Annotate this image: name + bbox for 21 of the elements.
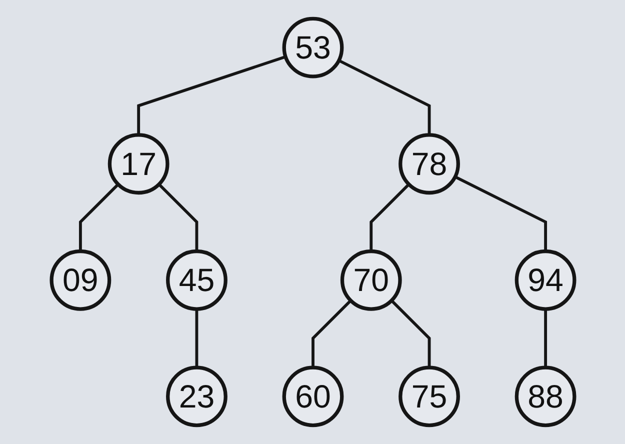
tree-node: 60 [282,366,344,428]
tree-node: 75 [398,366,460,428]
tree-node: 53 [282,16,344,78]
tree-edge [390,300,430,368]
tree-node: 09 [49,249,111,311]
tree-edge [78,183,119,252]
tree-edge [369,183,410,252]
tree-edge [338,59,430,135]
tree-edge [311,300,352,368]
tree-edge [454,175,547,252]
tree-edge [544,309,547,368]
tree-node: 70 [340,249,402,311]
tree-node: 23 [166,366,227,428]
tree-node: 88 [514,366,576,428]
tree-node: 17 [107,133,169,195]
tree-node: 78 [398,133,460,195]
tree-edge [157,183,198,252]
tree-node: 94 [514,249,576,311]
tree-node: 45 [166,249,227,311]
tree-edge [194,309,198,368]
tree-edge [136,55,286,135]
